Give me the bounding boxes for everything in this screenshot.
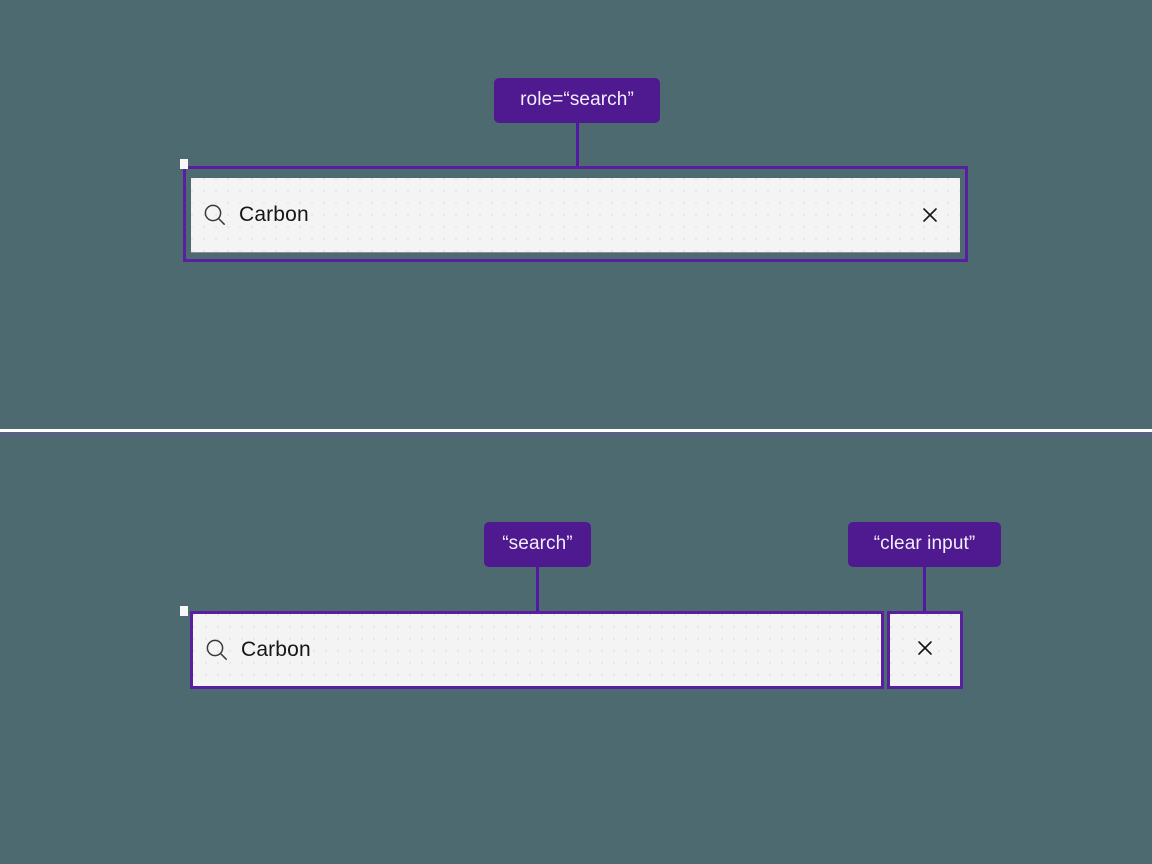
search-icon <box>191 178 239 252</box>
connector-role-search <box>576 123 579 167</box>
search-field-1[interactable]: Carbon <box>191 178 960 253</box>
badge-role-search: role=“search” <box>494 78 660 123</box>
search-icon <box>193 614 241 686</box>
clear-input-button[interactable] <box>887 611 963 689</box>
resize-handle-top-left[interactable] <box>180 159 188 169</box>
search-field-2[interactable]: Carbon <box>190 611 884 689</box>
panel-divider-shadow <box>0 432 1152 436</box>
clear-input-button[interactable] <box>900 178 960 252</box>
panel-divider <box>0 429 1152 432</box>
badge-clear-input-label: “clear input” <box>848 522 1001 567</box>
connector-clear-input-label <box>923 567 926 613</box>
search-input-value[interactable]: Carbon <box>239 203 309 226</box>
badge-search-label: “search” <box>484 522 591 567</box>
close-icon <box>915 638 935 663</box>
resize-handle-top-left-2[interactable] <box>180 606 188 616</box>
connector-search-label <box>536 567 539 613</box>
selection-ring-search-component <box>183 166 968 262</box>
search-input-value[interactable]: Carbon <box>241 638 311 661</box>
close-icon <box>920 205 940 225</box>
